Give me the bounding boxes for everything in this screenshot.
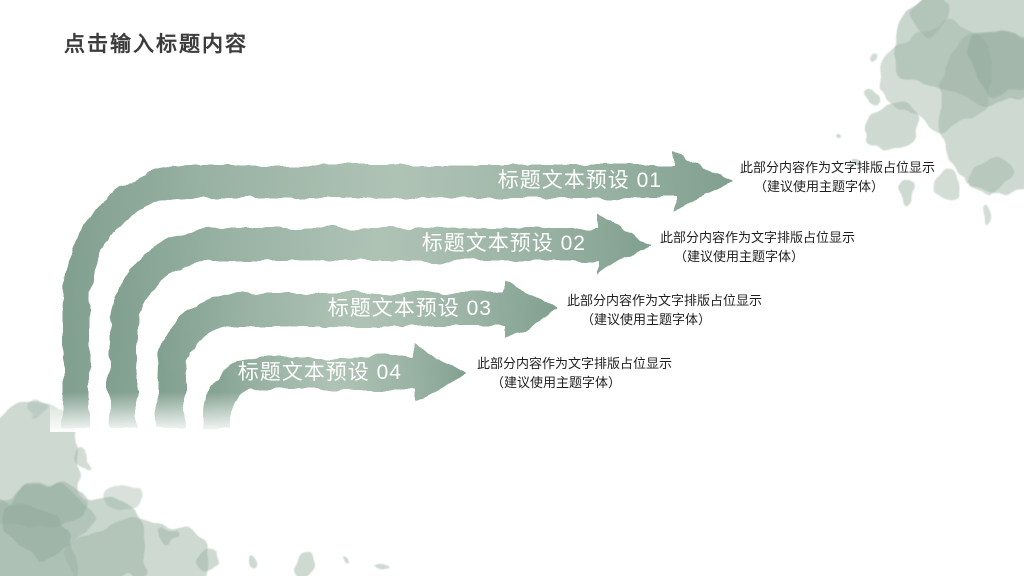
step-2-description: 此部分内容作为文字排版占位显示 （建议使用主题字体） (660, 228, 910, 266)
step-1-arrow (63, 151, 730, 428)
step-4-arrow (204, 343, 467, 428)
step-4-desc-line-2: （建议使用主题字体） (491, 375, 622, 390)
step-1-desc-line-2: （建议使用主题字体） (754, 179, 885, 194)
step-1-arrow-label: 标题文本预设 01 (497, 169, 662, 192)
stem-fade (50, 392, 290, 432)
step-2-arrow-label: 标题文本预设 02 (421, 232, 586, 255)
arrow-diagram (63, 151, 730, 428)
step-4-arrow-label: 标题文本预设 04 (237, 361, 402, 384)
step-2-desc-line-2: （建议使用主题字体） (674, 249, 805, 264)
step-2-desc-line-1: 此部分内容作为文字排版占位显示 (660, 230, 856, 245)
step-3-arrow-label: 标题文本预设 03 (327, 297, 492, 320)
step-1-description: 此部分内容作为文字排版占位显示 （建议使用主题字体） (740, 158, 990, 196)
step-2-arrow (110, 214, 650, 428)
step-3-description: 此部分内容作为文字排版占位显示 （建议使用主题字体） (567, 291, 817, 329)
step-3-desc-line-1: 此部分内容作为文字排版占位显示 (567, 293, 763, 308)
slide-title: 点击输入标题内容 (64, 33, 248, 56)
step-4-desc-line-1: 此部分内容作为文字排版占位显示 (477, 356, 673, 371)
step-3-arrow (157, 279, 557, 428)
step-4-description: 此部分内容作为文字排版占位显示 （建议使用主题字体） (477, 354, 727, 392)
step-1-desc-line-1: 此部分内容作为文字排版占位显示 (740, 160, 936, 175)
watercolor-splatter-top-right (842, 0, 1024, 218)
step-3-desc-line-2: （建议使用主题字体） (581, 312, 712, 327)
watercolor-splatter-bottom-left (0, 407, 387, 576)
